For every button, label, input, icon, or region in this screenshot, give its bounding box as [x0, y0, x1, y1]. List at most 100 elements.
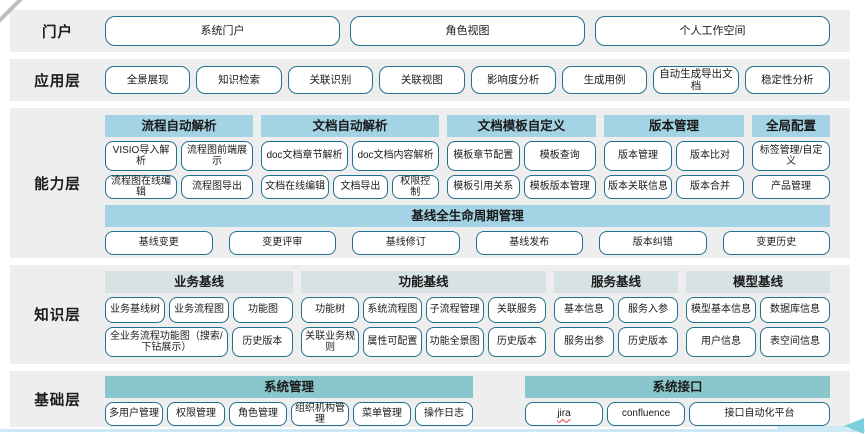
module-button-label: 关联服务	[496, 304, 537, 316]
module-button-label: 基线修订	[385, 237, 426, 249]
module-button-label: 影响度分析	[486, 73, 540, 86]
module-button[interactable]: 流程图导出	[181, 175, 253, 199]
module-button[interactable]: 标签管理/自定义	[752, 141, 830, 171]
module-button-label: 业务流程图	[174, 304, 224, 316]
module-button[interactable]: jira	[525, 402, 603, 426]
module-button-label: 版本合并	[690, 181, 730, 193]
module-button-label: 版本纠错	[632, 237, 673, 249]
module-button[interactable]: 基本信息	[554, 297, 614, 323]
module-button[interactable]: 关联识别	[287, 66, 374, 94]
group-header-business-baseline: 业务基线	[105, 271, 293, 293]
module-button[interactable]: 业务流程图	[169, 297, 229, 323]
module-button-label: 基线发布	[509, 237, 550, 249]
module-button[interactable]: 生成用例	[561, 66, 648, 94]
group-doc-template-custom: 文档模板自定义模板章节配置模板查询模板引用关系模板版本管理	[447, 115, 596, 199]
module-button[interactable]: 属性可配置	[363, 327, 422, 357]
module-button[interactable]: 服务入参	[618, 297, 678, 323]
module-button-label: 角色管理	[238, 408, 278, 420]
module-button[interactable]: 表空间信息	[760, 327, 830, 357]
module-button[interactable]: doc文档章节解析	[261, 141, 348, 171]
module-button-label: 流程图前端展示	[187, 144, 247, 168]
group-button-row: 模型基本信息数据库信息	[686, 297, 830, 323]
module-button[interactable]: 版本纠错	[599, 231, 707, 255]
module-button[interactable]: 版本关联信息	[604, 175, 672, 199]
module-button[interactable]: 自动生成导出文档	[653, 66, 739, 94]
module-button[interactable]: 用户信息	[686, 327, 756, 357]
module-button[interactable]: 角色管理	[229, 402, 287, 426]
module-button[interactable]: 组织机构管理	[291, 402, 349, 426]
module-button[interactable]: 全景展现	[105, 66, 191, 94]
module-button[interactable]: 数据库信息	[760, 297, 830, 323]
module-button[interactable]: 个人工作空间	[595, 16, 830, 46]
module-button[interactable]: 模板引用关系	[447, 175, 520, 199]
module-button[interactable]: 历史版本	[231, 327, 293, 357]
module-button[interactable]: 系统流程图	[363, 297, 422, 323]
module-button[interactable]: 文档导出	[333, 175, 388, 199]
module-button[interactable]: 关联服务	[487, 297, 546, 323]
module-button-label: 流程图导出	[192, 181, 242, 193]
group-button-row: 版本管理版本比对	[604, 141, 744, 171]
module-button[interactable]: 流程图前端展示	[181, 141, 253, 171]
module-button[interactable]: 版本比对	[676, 141, 744, 171]
module-button[interactable]: 基线发布	[475, 231, 583, 255]
module-button-label: confluence	[621, 408, 671, 420]
module-button[interactable]: 历史版本	[487, 327, 546, 357]
module-button[interactable]: 流程图在线编辑	[105, 175, 177, 199]
module-button[interactable]: 版本合并	[676, 175, 744, 199]
module-button-label: 权限管理	[176, 408, 216, 420]
module-button[interactable]: 历史版本	[618, 327, 678, 357]
module-button[interactable]: 接口自动化平台	[689, 402, 830, 426]
module-button[interactable]: 模型基本信息	[686, 297, 756, 323]
module-button[interactable]: 角色视图	[350, 16, 585, 46]
module-button[interactable]: 变更历史	[722, 231, 830, 255]
module-button[interactable]: 多用户管理	[105, 402, 163, 426]
module-button-label: doc文档章节解析	[266, 150, 343, 162]
group-button-row: 业务基线树业务流程图功能图	[105, 297, 293, 323]
group-button-row: 服务出参历史版本	[554, 327, 678, 357]
module-button[interactable]: 关联业务规则	[301, 327, 360, 357]
module-button[interactable]: VISIO导入解析	[105, 141, 177, 171]
module-button[interactable]: 基线变更	[105, 231, 213, 255]
module-button[interactable]: 菜单管理	[353, 402, 411, 426]
module-button[interactable]: 功能树	[301, 297, 360, 323]
module-button[interactable]: 影响度分析	[470, 66, 556, 94]
module-button[interactable]: 文档在线编辑	[261, 175, 330, 199]
module-button-label: 子流程管理	[429, 304, 480, 316]
module-button[interactable]: 产品管理	[752, 175, 830, 199]
module-button[interactable]: 基线修订	[352, 231, 460, 255]
module-button-label: 模板版本管理	[529, 181, 590, 193]
module-button[interactable]: 权限管理	[167, 402, 225, 426]
module-button[interactable]: 业务基线树	[105, 297, 165, 323]
module-button[interactable]: 模板章节配置	[447, 141, 520, 171]
group-header-global-config: 全局配置	[752, 115, 830, 137]
module-button[interactable]: confluence	[607, 402, 685, 426]
module-button-label: 历史版本	[496, 336, 537, 348]
module-button[interactable]: 权限控制	[391, 175, 439, 199]
module-button[interactable]: 变更评审	[228, 231, 336, 255]
module-button-label: 标签管理/自定义	[759, 144, 823, 168]
module-button[interactable]: 功能图	[233, 297, 293, 323]
module-button[interactable]: 模板查询	[523, 141, 596, 171]
module-button[interactable]: 服务出参	[554, 327, 614, 357]
module-button[interactable]: 模板版本管理	[523, 175, 596, 199]
module-button[interactable]: 关联视图	[379, 66, 465, 94]
module-button-label: 角色视图	[445, 24, 490, 37]
module-button[interactable]: 功能全景图	[425, 327, 484, 357]
group-button-row: 功能树系统流程图子流程管理 关联服务	[301, 297, 546, 323]
module-button[interactable]: 系统门户	[105, 16, 340, 46]
module-button-label: 关联业务规则	[305, 330, 356, 354]
module-button[interactable]: 知识检索	[196, 66, 282, 94]
module-button[interactable]: 操作日志	[415, 402, 473, 426]
module-button[interactable]: 全业务流程功能图（搜索/下钻展示）	[105, 327, 228, 357]
module-button[interactable]: 稳定性分析	[744, 66, 830, 94]
module-button[interactable]: 子流程管理	[425, 297, 484, 323]
module-button-label: 系统门户	[200, 24, 245, 37]
layer-label-capability: 能力层	[34, 176, 81, 193]
arrow-tail-decoration	[777, 426, 847, 430]
module-button[interactable]: 版本管理	[604, 141, 672, 171]
group-button-row: 多用户管理 权限管理 角色管理 组织机构管理菜单管理操作日志	[105, 402, 473, 426]
module-button[interactable]: doc文档内容解析	[352, 141, 439, 171]
